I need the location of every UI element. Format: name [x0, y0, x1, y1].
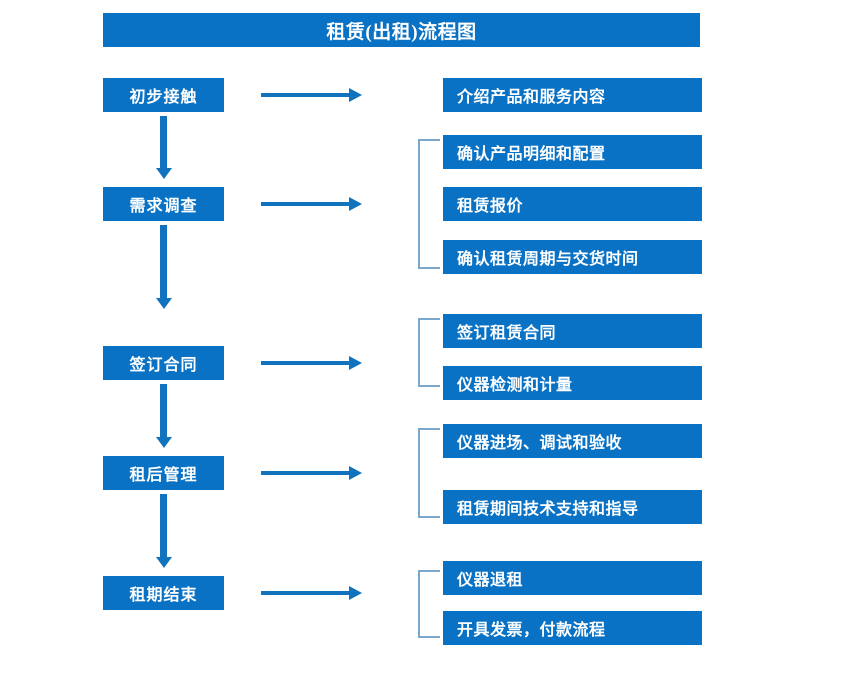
flow-arrow-down-3: [160, 384, 167, 437]
flow-arrow-down-2: [160, 225, 167, 298]
group-bracket-1: [418, 139, 440, 269]
detail-box-1[interactable]: 介绍产品和服务内容: [443, 78, 702, 112]
flow-arrow-right-4: [261, 471, 349, 475]
flow-arrow-right-3: [261, 361, 349, 365]
flow-arrow-right-2: [261, 202, 349, 206]
detail-box-7[interactable]: 仪器进场、调试和验收: [443, 424, 702, 458]
stage-box-5[interactable]: 租期结束: [103, 576, 224, 610]
chart-title: 租赁(出租)流程图: [103, 13, 700, 47]
detail-box-2[interactable]: 确认产品明细和配置: [443, 135, 702, 169]
stage-box-1[interactable]: 初步接触: [103, 78, 224, 112]
flow-arrow-right-1: [261, 93, 349, 97]
stage-box-4[interactable]: 租后管理: [103, 456, 224, 490]
detail-box-9[interactable]: 仪器退租: [443, 561, 702, 595]
detail-box-3[interactable]: 租赁报价: [443, 187, 702, 221]
detail-box-6[interactable]: 仪器检测和计量: [443, 366, 702, 400]
stage-box-3[interactable]: 签订合同: [103, 346, 224, 380]
group-bracket-3: [418, 428, 440, 518]
group-bracket-4: [418, 570, 440, 638]
detail-box-8[interactable]: 租赁期间技术支持和指导: [443, 490, 702, 524]
detail-box-4[interactable]: 确认租赁周期与交货时间: [443, 240, 702, 274]
stage-box-2[interactable]: 需求调查: [103, 187, 224, 221]
flow-arrow-down-4: [160, 494, 167, 557]
flow-arrow-right-5: [261, 591, 349, 595]
detail-box-10[interactable]: 开具发票，付款流程: [443, 611, 702, 645]
detail-box-5[interactable]: 签订租赁合同: [443, 314, 702, 348]
group-bracket-2: [418, 318, 440, 387]
flow-arrow-down-1: [160, 116, 167, 168]
